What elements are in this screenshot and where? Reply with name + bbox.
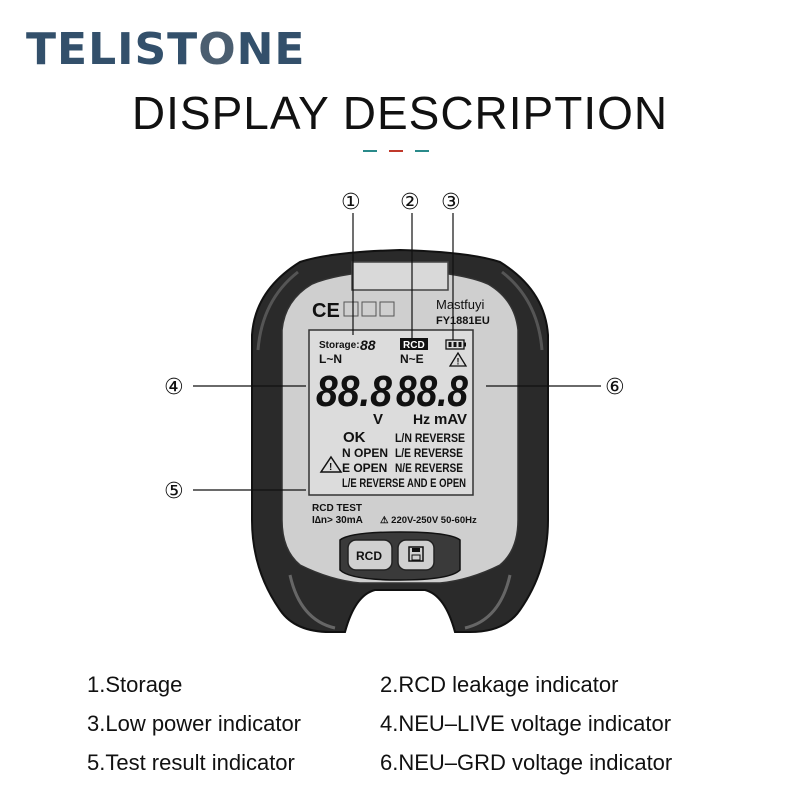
lcd-storage-label: Storage:	[319, 340, 360, 351]
lcd-status-ne-reverse: N/E REVERSE	[395, 461, 463, 475]
right-grip	[501, 270, 544, 351]
ce-mark: CE	[312, 300, 340, 322]
left-grip	[256, 270, 299, 351]
brand-logo: TELISTONE	[26, 28, 305, 72]
callout-5: ⑤	[164, 479, 184, 504]
lcd-unit-mav: mAV	[434, 411, 467, 428]
device-top-notch	[351, 261, 449, 291]
brand-text-tail: NE	[236, 24, 306, 75]
voltage-spec: ⚠ 220V-250V 50-60Hz	[380, 515, 477, 526]
device-model: FY1881EU	[436, 315, 490, 327]
rcd-test-label: RCD TEST	[312, 503, 362, 514]
lcd-status-n-open: N OPEN	[342, 446, 388, 460]
lcd-status-ln-reverse: L/N REVERSE	[395, 431, 465, 445]
device-brand: Mastfuyi	[436, 297, 485, 312]
page-title: DISPLAY DESCRIPTION	[131, 87, 669, 139]
callout-2: ②	[400, 190, 420, 215]
rcd-test-current: I∆n> 30mA	[312, 515, 363, 526]
lcd-result-warning-icon	[319, 455, 343, 473]
callout-1: ①	[341, 190, 361, 215]
lcd-ln-label: L~N	[319, 352, 342, 366]
rcd-test-button-face[interactable]	[347, 539, 393, 571]
lcd-warning-icon	[448, 351, 468, 367]
lcd-unit-hz: Hz	[413, 411, 430, 427]
rcd-test-button[interactable]: RCD	[347, 539, 393, 571]
caption-1: 1.Storage	[87, 672, 183, 697]
battery-bar-1	[448, 342, 452, 347]
accent-dash-1	[363, 150, 377, 152]
lcd-unit-v: V	[373, 411, 383, 428]
brand-text-main: TELIST	[26, 24, 199, 75]
cert-box-2	[361, 301, 377, 317]
left-foot	[288, 574, 336, 630]
save-icon	[408, 546, 424, 562]
lcd-storage-digits: 88	[360, 337, 376, 353]
rcd-test-button-label: RCD	[356, 549, 382, 563]
lcd-screen	[308, 329, 474, 496]
save-button[interactable]	[397, 539, 435, 571]
caption-3: 3.Low power indicator	[87, 711, 302, 736]
battery-bar-2	[453, 342, 457, 347]
lcd-status-le-reverse-e-open: L/E REVERSE AND E OPEN	[342, 476, 466, 490]
accent-dash-3	[415, 150, 429, 152]
lcd-rcd-badge: RCD	[403, 340, 425, 351]
brand-text-o: O	[198, 24, 237, 75]
caption-5: 5.Test result indicator	[87, 750, 295, 775]
caption-6: 6.NEU–GRD voltage indicator	[380, 750, 673, 775]
right-foot	[464, 574, 512, 630]
callout-6: ⑥	[605, 375, 625, 400]
cert-box-1	[343, 301, 359, 317]
accent-dashes	[363, 150, 429, 153]
lcd-ne-label: N~E	[400, 352, 424, 366]
callout-3: ③	[441, 190, 461, 215]
lcd-result-warning-mark: !	[329, 462, 332, 473]
lcd-right-digits: 88.8	[396, 367, 468, 416]
battery-icon-tip	[464, 342, 466, 347]
battery-bar-3	[458, 342, 462, 347]
caption-2: 2.RCD leakage indicator	[380, 672, 619, 697]
cert-box-3	[379, 301, 395, 317]
lcd-status-le-reverse: L/E REVERSE	[395, 446, 463, 460]
lcd-warning-mark: !	[457, 357, 460, 367]
lcd-status-e-open: E OPEN	[342, 461, 387, 475]
lcd-left-digits: 88.8	[316, 367, 392, 416]
accent-dash-2	[389, 150, 403, 152]
caption-4: 4.NEU–LIVE voltage indicator	[380, 711, 672, 736]
lcd-status-ok: OK	[343, 429, 366, 446]
callout-4: ④	[164, 375, 184, 400]
lcd-rcd-badge-bg	[400, 338, 428, 350]
